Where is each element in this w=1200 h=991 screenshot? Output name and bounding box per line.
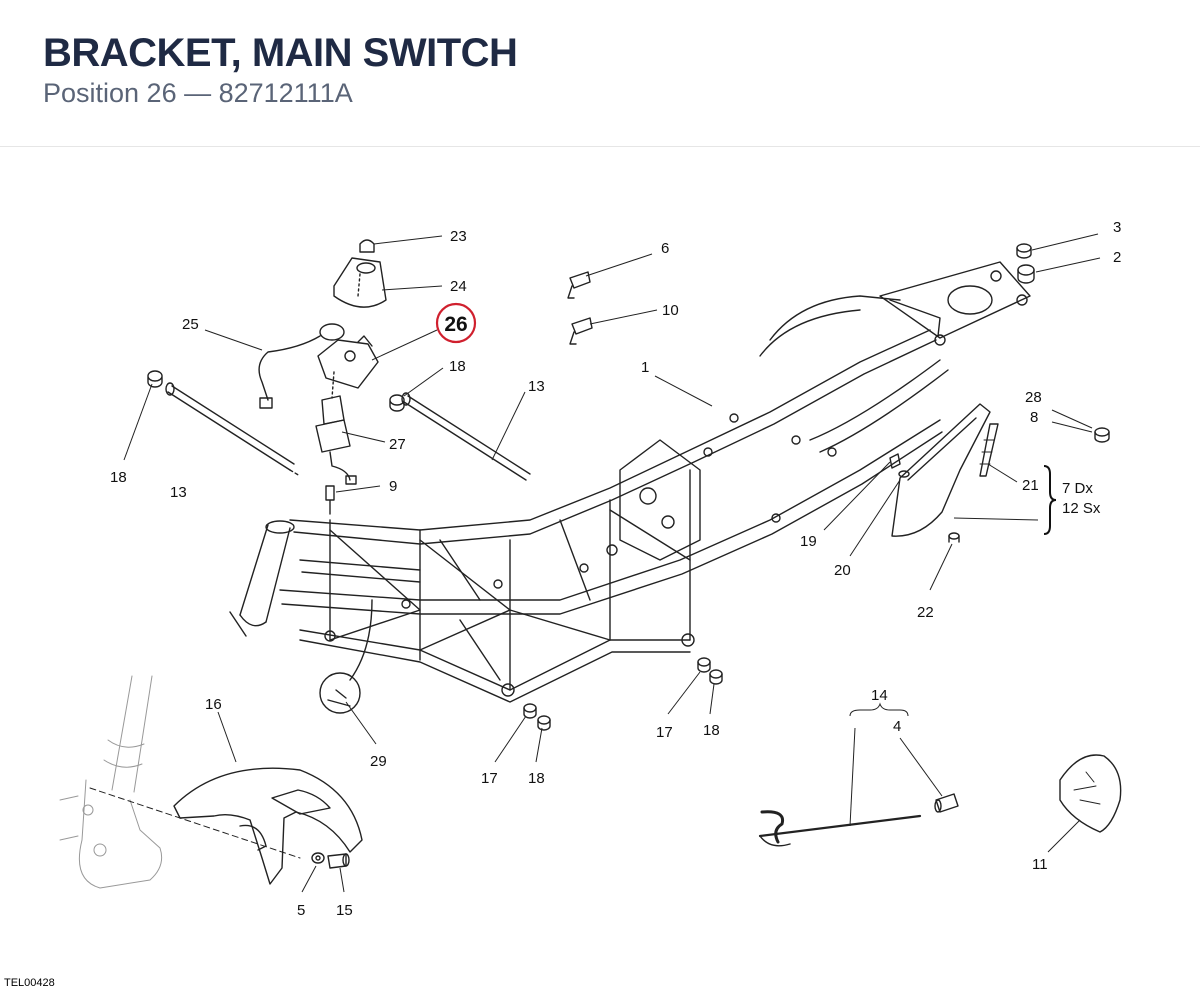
spacer-18-right <box>709 669 723 685</box>
washer-5 <box>311 852 325 864</box>
callout-27: 27 <box>389 436 406 453</box>
callout-21: 21 <box>1022 477 1039 494</box>
wiring-25 <box>258 323 345 409</box>
bolt-15 <box>327 853 350 869</box>
spacer-18-bottom <box>537 715 551 731</box>
callout-8: 8 <box>1030 409 1038 426</box>
callout-23: 23 <box>450 228 467 245</box>
callout-22: 22 <box>917 604 934 621</box>
header: BRACKET, MAIN SWITCH Position 26 — 82712… <box>0 0 1200 147</box>
callout-11: 11 <box>1032 856 1048 873</box>
page-subtitle: Position 26 — 82712111A <box>43 78 353 108</box>
page-title: BRACKET, MAIN SWITCH <box>43 31 518 75</box>
callout-16: 16 <box>205 696 222 713</box>
grommet-3 <box>1016 243 1032 259</box>
spacer-18-left <box>147 370 163 388</box>
callout-4: 4 <box>893 718 901 735</box>
callout-3: 3 <box>1113 219 1121 236</box>
bolt-13-left <box>165 382 301 477</box>
callout-9: 9 <box>389 478 397 495</box>
leader-lines <box>123 233 1101 893</box>
cable-14 <box>758 810 922 847</box>
fender-axis-line <box>89 787 301 859</box>
spacer-17-bottom <box>523 703 537 719</box>
highlight-label: 26 <box>444 313 467 336</box>
spacer-18-center <box>389 394 405 412</box>
callout-24: 24 <box>450 278 467 295</box>
callout-18: 18 <box>703 722 720 739</box>
cover-11 <box>1059 754 1122 833</box>
callout-15: 15 <box>336 902 353 919</box>
grommet-22 <box>948 532 960 543</box>
main-frame <box>229 261 1031 714</box>
callout-20: 20 <box>834 562 851 579</box>
washer-20 <box>898 470 910 478</box>
grommet-8 <box>1094 427 1110 443</box>
bolt-9 <box>325 485 335 515</box>
front-fork <box>59 675 163 889</box>
callout-10: 10 <box>662 302 679 319</box>
callout-18: 18 <box>449 358 466 375</box>
callout-2: 2 <box>1113 249 1121 266</box>
callout-29: 29 <box>370 753 387 770</box>
callout-5: 5 <box>297 902 305 919</box>
ignition-switch-27 <box>315 371 357 485</box>
switch-cover-24 <box>333 257 387 308</box>
side-panel <box>891 403 991 537</box>
bolt-19 <box>889 453 901 469</box>
callout-28: 28 <box>1025 389 1042 406</box>
brace <box>1043 465 1057 535</box>
highlight-circle <box>435 302 477 344</box>
callout-7-dx: 7 Dx <box>1062 480 1093 497</box>
callout-25: 25 <box>182 316 199 333</box>
callout-18: 18 <box>110 469 127 486</box>
nut-4 <box>934 793 959 813</box>
callout-18: 18 <box>528 770 545 787</box>
spacer-17-right <box>697 657 711 673</box>
grommet-2 <box>1017 264 1035 284</box>
rubber-cap-23 <box>359 239 375 253</box>
callout-1: 1 <box>641 359 649 376</box>
callout-13: 13 <box>528 378 545 395</box>
callout-6: 6 <box>661 240 669 257</box>
switch-bracket-26 <box>317 335 379 389</box>
front-fender-16 <box>173 767 363 885</box>
callout-17: 17 <box>481 770 498 787</box>
bolt-6 <box>567 271 591 299</box>
callout-19: 19 <box>800 533 817 550</box>
callout-12-sx: 12 Sx <box>1062 500 1101 517</box>
exploded-parts-diagram: 26 23 24 25 18 13 27 9 18 13 6 10 1 3 2 … <box>59 219 1122 919</box>
callout-labels: 23 24 25 18 13 27 9 18 13 6 10 1 3 2 28 … <box>110 219 1121 919</box>
bolt-13-center <box>401 392 531 481</box>
callout-13: 13 <box>170 484 187 501</box>
bolt-10 <box>569 317 593 345</box>
callout-14: 14 <box>871 687 888 704</box>
callout-17: 17 <box>656 724 673 741</box>
drawing-code: TEL00428 <box>4 977 55 989</box>
